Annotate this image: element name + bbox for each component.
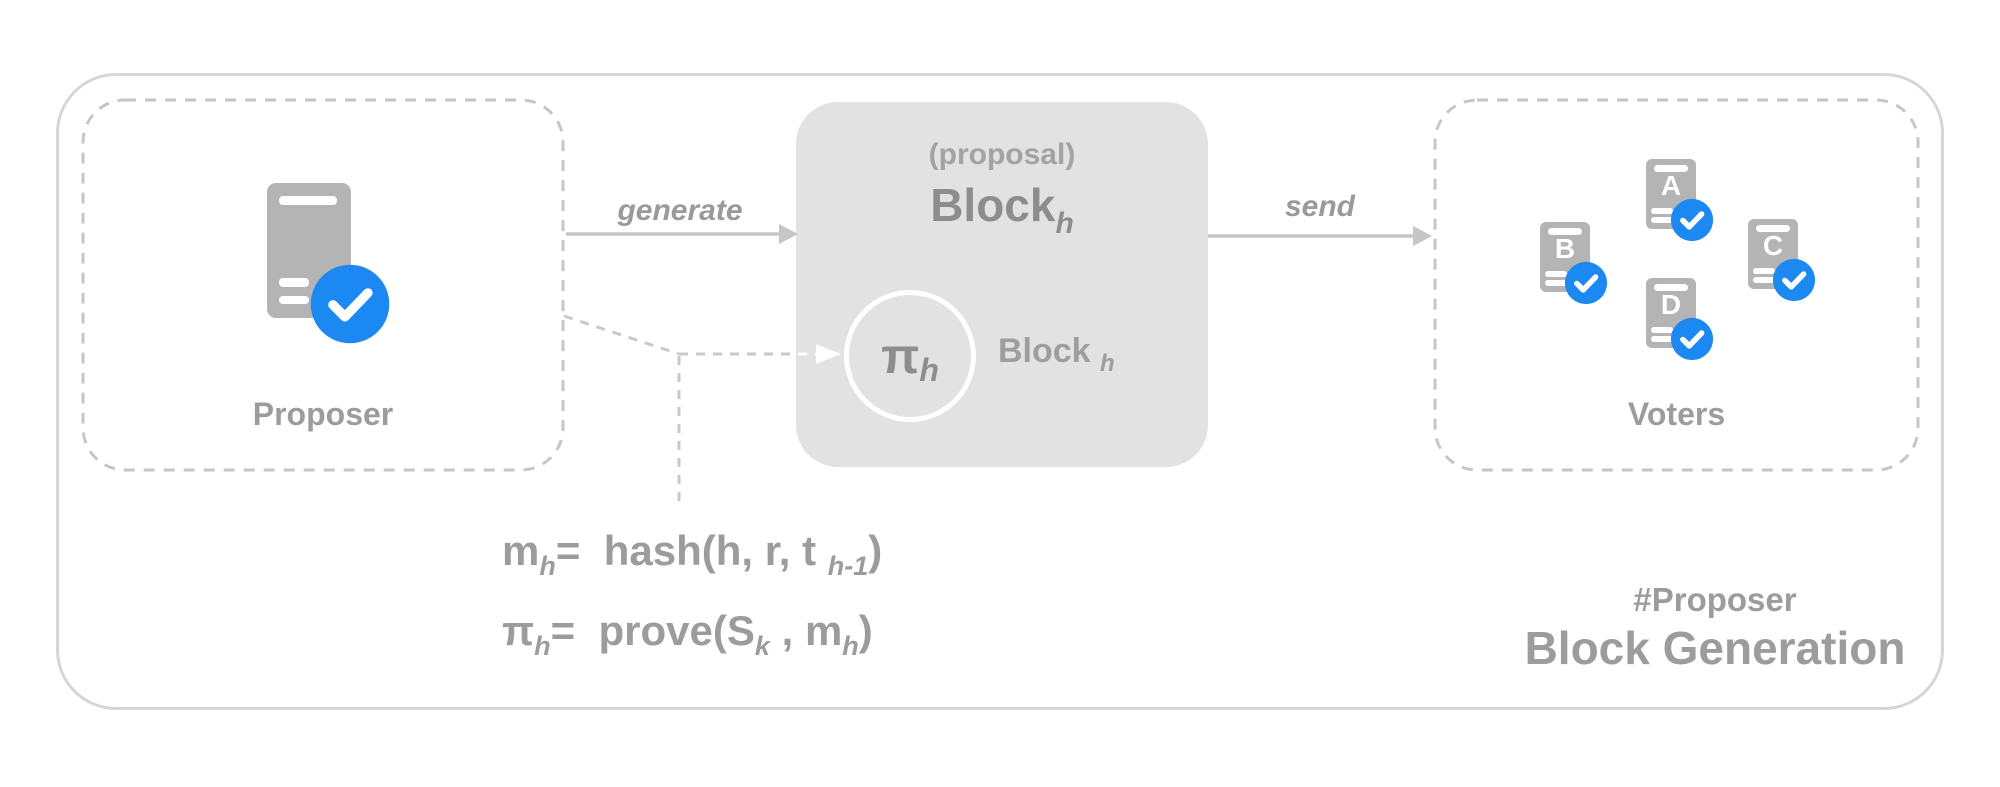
doc-line-decoration — [1756, 225, 1790, 232]
check-badge-icon — [1670, 317, 1714, 361]
formula-subscript: k — [754, 631, 770, 661]
doc-line-decoration — [279, 278, 309, 287]
pi-subscript: h — [919, 351, 939, 388]
doc-line-decoration — [1654, 284, 1688, 291]
formula-message-hash: mh= hash(h, r, t h-1) — [502, 527, 883, 580]
doc-line-decoration — [1545, 280, 1567, 286]
diagram-caption: #Proposer Block Generation — [1515, 583, 1915, 671]
formula-subscript: h-1 — [827, 551, 869, 581]
pi-symbol: π — [881, 328, 920, 384]
check-badge-icon — [1772, 258, 1816, 302]
block-title: Blockh — [796, 178, 1208, 240]
caption-tag: #Proposer — [1633, 581, 1797, 618]
block-attach-label: Block h — [998, 332, 1115, 377]
doc-line-decoration — [1753, 277, 1775, 283]
doc-line-decoration — [1651, 327, 1673, 333]
formula-subscript: h — [534, 631, 551, 661]
outer-frame — [56, 73, 1944, 710]
voter-letter: A — [1660, 170, 1682, 201]
doc-line-decoration — [1545, 271, 1567, 277]
doc-line-decoration — [1548, 228, 1582, 235]
formula-part: ) — [868, 527, 883, 574]
voter-letter: D — [1660, 289, 1682, 320]
doc-line-decoration — [279, 296, 309, 304]
check-badge-icon — [310, 264, 390, 344]
formula-subscript: h — [842, 631, 859, 661]
formula-part: π — [502, 607, 535, 654]
voter-letter: B — [1554, 233, 1576, 264]
formula-part: , m — [769, 607, 843, 654]
formula-part: m — [502, 527, 540, 574]
proposal-block-box — [796, 102, 1208, 467]
send-arrow-label: send — [1284, 190, 1356, 223]
doc-line-decoration — [279, 196, 337, 205]
formula-part: = hash(h, r, t — [555, 527, 828, 574]
check-badge-icon — [1564, 261, 1608, 305]
formula-subscript: h — [539, 551, 556, 581]
formula-proof: πh= prove(Sk , mh) — [502, 607, 873, 660]
doc-line-decoration — [1753, 268, 1775, 274]
block-attach-text: Block — [998, 332, 1101, 370]
doc-line-decoration — [1651, 217, 1673, 223]
formula-part: ) — [858, 607, 873, 654]
proposer-label: Proposer — [252, 396, 394, 432]
doc-line-decoration — [1651, 336, 1673, 342]
proposal-subtitle: (proposal) — [928, 138, 1076, 171]
generate-arrow-label: generate — [617, 194, 743, 227]
check-badge-icon — [1670, 198, 1714, 242]
block-attach-subscript: h — [1100, 350, 1115, 377]
voters-label: Voters — [1627, 396, 1726, 432]
formula-part: = prove(S — [550, 607, 755, 654]
doc-line-decoration — [1654, 165, 1688, 172]
caption-title: Block Generation — [1524, 622, 1906, 674]
block-title-subscript: h — [1055, 207, 1074, 240]
doc-line-decoration — [1651, 208, 1673, 214]
voter-letter: C — [1762, 230, 1784, 261]
block-title-text: Block — [930, 179, 1056, 231]
